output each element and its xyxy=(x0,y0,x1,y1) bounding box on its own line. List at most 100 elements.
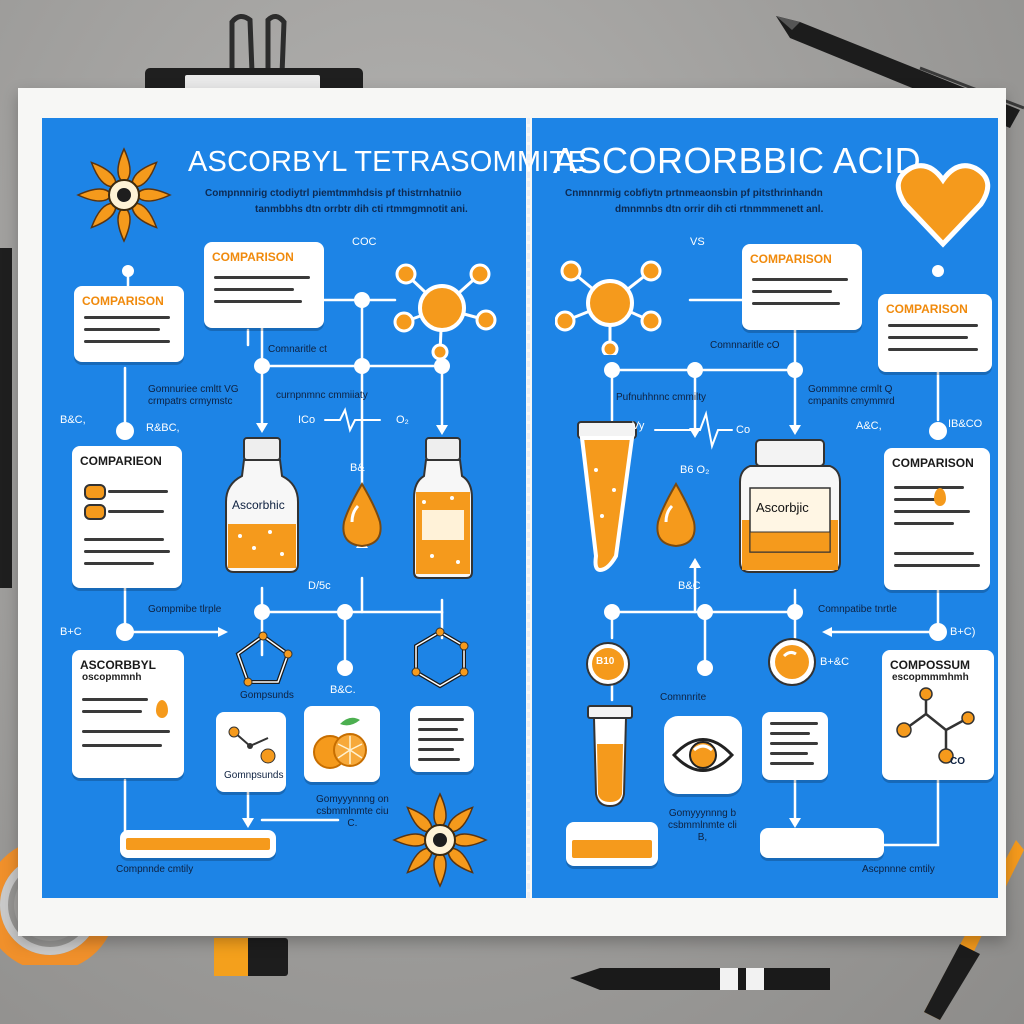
card-subtitle: oscopmmnh xyxy=(82,672,142,683)
label-formula-end: O₂ xyxy=(396,414,409,426)
text-line xyxy=(894,522,954,525)
card-title: COMPARIEON xyxy=(80,454,162,468)
flower-icon xyxy=(76,147,172,243)
label-compounds-2: Gompsunds xyxy=(240,690,294,701)
label-vs: VS xyxy=(690,236,705,248)
left-subtitle-line-1: Compnnnirig ctodiytrl piemtmmhdsis pf th… xyxy=(205,188,462,199)
label-b6c-2: B+&C xyxy=(820,656,850,668)
text-line xyxy=(214,288,294,291)
label-formula-end: Co xyxy=(736,424,751,436)
ascorbyl-card: ASCORBBYL oscopmmnh xyxy=(72,650,184,778)
text-line xyxy=(82,730,170,733)
label-b6c: B&C xyxy=(678,580,701,592)
text-line xyxy=(214,300,302,303)
compounds-card: Gomnpsunds xyxy=(216,712,286,792)
hexagon-molecule-icon xyxy=(411,627,469,689)
pentagon-molecule-icon xyxy=(235,631,293,687)
text-line xyxy=(108,490,168,493)
text-line xyxy=(84,328,160,331)
label-formula: ICo xyxy=(298,414,316,426)
molecule-icon xyxy=(393,263,497,360)
pill-icon xyxy=(84,504,106,520)
text-line xyxy=(84,340,170,343)
left-subtitle-line-2: tanmbbhs dtn orrbtr dih cti rtmmgmnotit … xyxy=(255,204,468,215)
text-line xyxy=(214,276,310,279)
molecule-icon xyxy=(555,260,662,355)
composium-card: COMPOSSUM escopmmmhmh CO xyxy=(882,650,994,780)
drop-icon xyxy=(934,488,946,506)
text-line xyxy=(894,498,944,501)
text-line xyxy=(752,290,832,293)
label-compare-note-1: Gommmne crmlt Q xyxy=(808,384,893,395)
label-compatible-2: Gompmibe tlrple xyxy=(148,604,222,615)
text-line xyxy=(894,564,980,567)
molecule-icon xyxy=(896,687,975,764)
text-line xyxy=(770,752,808,755)
right-footer: Ascpnnne cmtily xyxy=(862,864,935,875)
heart-icon xyxy=(895,163,991,248)
label-formula: Vy xyxy=(632,420,645,432)
comparison-card: COMPARISON xyxy=(742,244,862,330)
label-formula-note: Pufnuhhnnc cmmilty xyxy=(616,392,707,403)
left-title: ASCORBYL TETRASOMMITE xyxy=(188,146,587,178)
progress-bar xyxy=(120,830,276,858)
text-line xyxy=(770,732,810,735)
text-line xyxy=(752,278,848,281)
comparison-card: COMPARIEON xyxy=(72,446,182,588)
label-coc: COC xyxy=(352,236,377,248)
text-line xyxy=(418,748,454,751)
card-title: ASCORBBYL xyxy=(80,658,157,672)
pill-icon xyxy=(84,484,106,500)
bottle-icon xyxy=(413,437,473,579)
jar-icon xyxy=(739,439,841,573)
text-line xyxy=(418,738,464,741)
text-line xyxy=(888,336,968,339)
drop-icon xyxy=(656,482,696,548)
label-bg: B& xyxy=(350,462,365,474)
text-line xyxy=(82,744,162,747)
text-line xyxy=(84,550,170,553)
label-b6c: B&C, xyxy=(60,414,86,426)
text-line xyxy=(84,562,154,565)
eye-card xyxy=(664,716,742,794)
right-subtitle-line-1: Cnmnnrmig cobfiytn prtnmeaonsbin pf pits… xyxy=(565,188,823,199)
label-ib6c: IB&CO xyxy=(948,418,983,430)
comparison-card: COMPARISON xyxy=(74,286,184,362)
label-b10: B10 xyxy=(596,656,615,667)
label-b6c-3: B&C. xyxy=(330,684,356,696)
label-r6c: R&BC, xyxy=(146,422,180,434)
text-line xyxy=(82,710,142,713)
right-subtitle-line-2: dmnmnbs dtn orrir dih cti rtnmmmenett an… xyxy=(615,204,824,215)
label-b6o: B6 O₂ xyxy=(680,464,710,476)
label-compare-note-2: cmpanits cmymmrd xyxy=(808,396,895,407)
text-line xyxy=(894,510,970,513)
tube-icon xyxy=(577,421,637,573)
progress-fill xyxy=(126,838,270,850)
note-card xyxy=(410,706,474,772)
pen-icon xyxy=(570,968,830,990)
test-tube-icon xyxy=(587,705,633,808)
text-line xyxy=(418,718,464,721)
label-compare-note-2: crmpatrs crmymstc xyxy=(148,396,233,407)
orange-slice-icon xyxy=(313,717,367,769)
comparison-card: COMPARISON xyxy=(878,294,992,372)
label-compatible: Comnnaritle cO xyxy=(710,340,780,351)
card-title: COMPARISON xyxy=(212,250,294,264)
label-compatible-2: Comnpatibe tnrtle xyxy=(818,604,897,615)
jar-label: Ascorbjic xyxy=(756,500,809,515)
card-title: COMPOSSUM xyxy=(890,658,971,672)
bottle-icon xyxy=(225,437,299,573)
progress-bar xyxy=(760,828,884,858)
orange-card xyxy=(304,706,380,782)
card-title: COMPARISON xyxy=(750,252,832,266)
label-a6c: A&C, xyxy=(856,420,882,432)
text-line xyxy=(84,538,164,541)
drop-icon xyxy=(156,700,168,718)
bottle-label: Ascorbhic xyxy=(232,498,285,512)
comparison-card: COMPARISON xyxy=(884,448,990,590)
text-line xyxy=(770,762,814,765)
progress-bar xyxy=(566,822,658,866)
label-comp-note: Gomyyynnng b csbmmlnmte cli B, xyxy=(668,808,737,843)
text-line xyxy=(770,722,818,725)
